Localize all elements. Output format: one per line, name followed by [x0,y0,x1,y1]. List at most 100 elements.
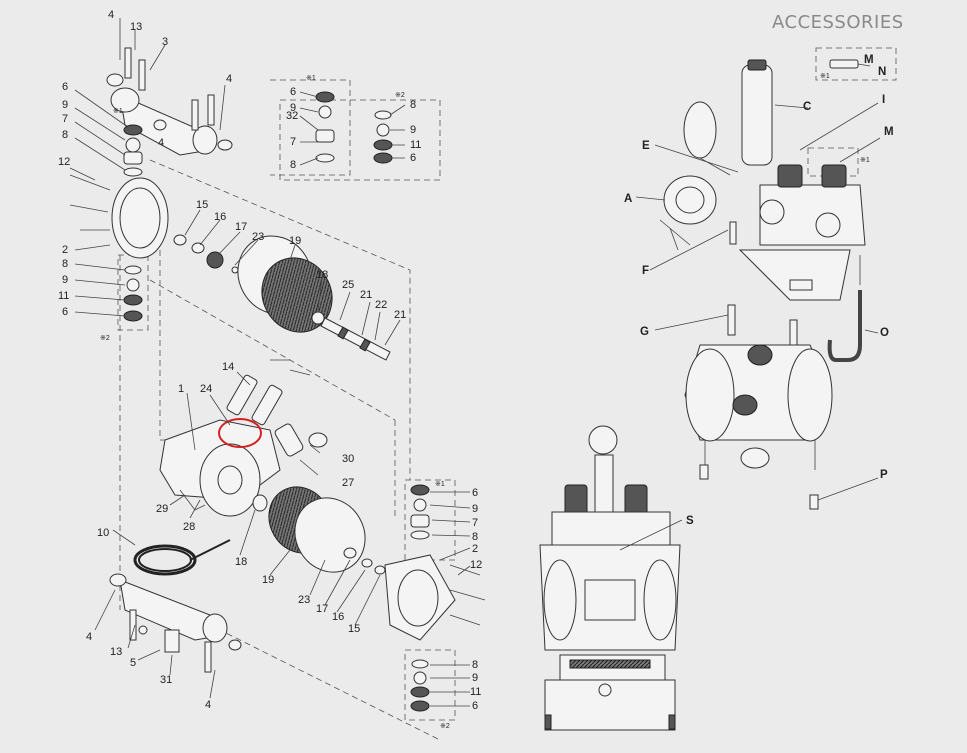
callout: 9 [472,672,478,684]
callout: 2 [62,244,68,256]
accessory-label-o: O [880,327,889,339]
callout: 29 [156,503,168,515]
kit-tag: ※1 [306,75,316,82]
accessory-label-e: E [642,140,650,152]
callout: 9 [472,503,478,515]
callout: 6 [472,487,478,499]
callout: 18 [235,556,247,568]
callout: 17 [235,221,247,233]
accessory-tag: ※1 [820,73,830,80]
callout: 6 [410,152,416,164]
callout: 16 [214,211,226,223]
callout: 7 [62,113,68,125]
callout: 9 [62,99,68,111]
callout: 15 [196,199,208,211]
callout: 23 [252,231,264,243]
accessory-label-c: C [803,101,811,113]
callout: 27 [342,477,354,489]
callout: 13 [110,646,122,658]
pump-on-stand: S [539,425,694,731]
callout: 6 [290,86,296,98]
callout: 13 [130,21,142,33]
callout: 9 [290,102,296,114]
callout: 8 [410,99,416,111]
accessory-label-p: P [880,469,888,481]
accessory-label-i: I [882,94,885,106]
callout: 5 [130,657,136,669]
callout: 9 [62,274,68,286]
callout: 4 [205,699,211,711]
callout: 8 [62,129,68,141]
callout: 19 [289,235,301,247]
callout: 8 [62,258,68,270]
callout: 11 [470,686,481,698]
left-valve-stack-top [123,124,143,177]
lower-diaphragm [268,486,386,575]
callouts-lower-right: 6 9 7 8 2 12 8 9 11 6 ※1 ※2 [435,481,482,730]
callouts-lower-left: 10 4 13 5 31 4 18 19 23 17 16 15 [86,527,360,711]
top-manifold [106,47,233,156]
callout: 4 [108,9,114,21]
accessory-label-a: A [624,193,632,205]
callout: 15 [348,623,360,635]
callout: 10 [97,527,109,539]
shaft-assembly [173,234,391,361]
muffler-hose [133,539,231,576]
callout: 7 [472,517,478,529]
callout: 25 [342,279,354,291]
kit2-box: ※2 8 9 11 6 [395,92,421,164]
pump-exploded-view [69,18,486,741]
accessory-label-m: M [864,54,874,66]
callout: 1 [178,383,184,395]
callout: 8 [472,659,478,671]
accessories-assembly: M N ※1 C I M ※1 E A [624,47,897,510]
callout: 4 [226,73,232,85]
right-valve-stack-bottom [410,659,430,712]
callout: 3 [162,36,168,48]
accessory-tag: ※1 [860,157,870,164]
callout: 8 [472,531,478,543]
right-valve-stack-top [410,484,430,540]
callout: 6 [62,81,68,93]
accessory-label-n: N [878,66,886,78]
accessory-label-s: S [686,515,694,527]
callout: 12 [58,156,70,168]
callout: ※2 [440,723,450,730]
center-body [159,359,328,517]
kit1-parts [315,91,335,163]
left-valve-stack-bottom [123,265,143,322]
callouts-center: 14 1 24 29 28 30 27 [156,361,354,533]
callout: 4 [86,631,92,643]
callout: 21 [360,289,372,301]
callout: 4 [158,137,164,149]
highlight-circle [218,418,262,448]
callout: 8 [290,159,296,171]
callout: 6 [472,700,478,712]
callout: 23 [298,594,310,606]
callout: 28 [183,521,195,533]
callout: 11 [410,139,421,151]
callouts-upper-middle: 15 16 17 23 19 18 25 21 22 21 [196,199,406,321]
kit-tag: ※2 [395,92,405,99]
callout: ※1 [113,108,123,115]
bottom-manifold [109,573,242,673]
callout: 16 [332,611,344,623]
callout: 11 [58,290,69,302]
callout: ※2 [100,335,110,342]
callout: 6 [62,306,68,318]
callout: 24 [200,383,212,395]
callouts-top-left: 4 13 3 4 6 9 7 8 4 12 2 8 9 11 6 ※2 ※1 [58,9,232,342]
callout: 21 [394,309,406,321]
kit1-box: ※1 6 9 32 7 8 [286,75,316,171]
callout: 9 [410,124,416,136]
callout: 18 [316,269,328,281]
callout: 22 [375,299,387,311]
accessory-label-m2: M [884,126,894,138]
right-chamber [384,554,486,641]
callout: ※1 [435,481,445,488]
callout: 12 [470,559,482,571]
left-chamber [69,174,169,259]
callout: 2 [472,543,478,555]
callout: 17 [316,603,328,615]
